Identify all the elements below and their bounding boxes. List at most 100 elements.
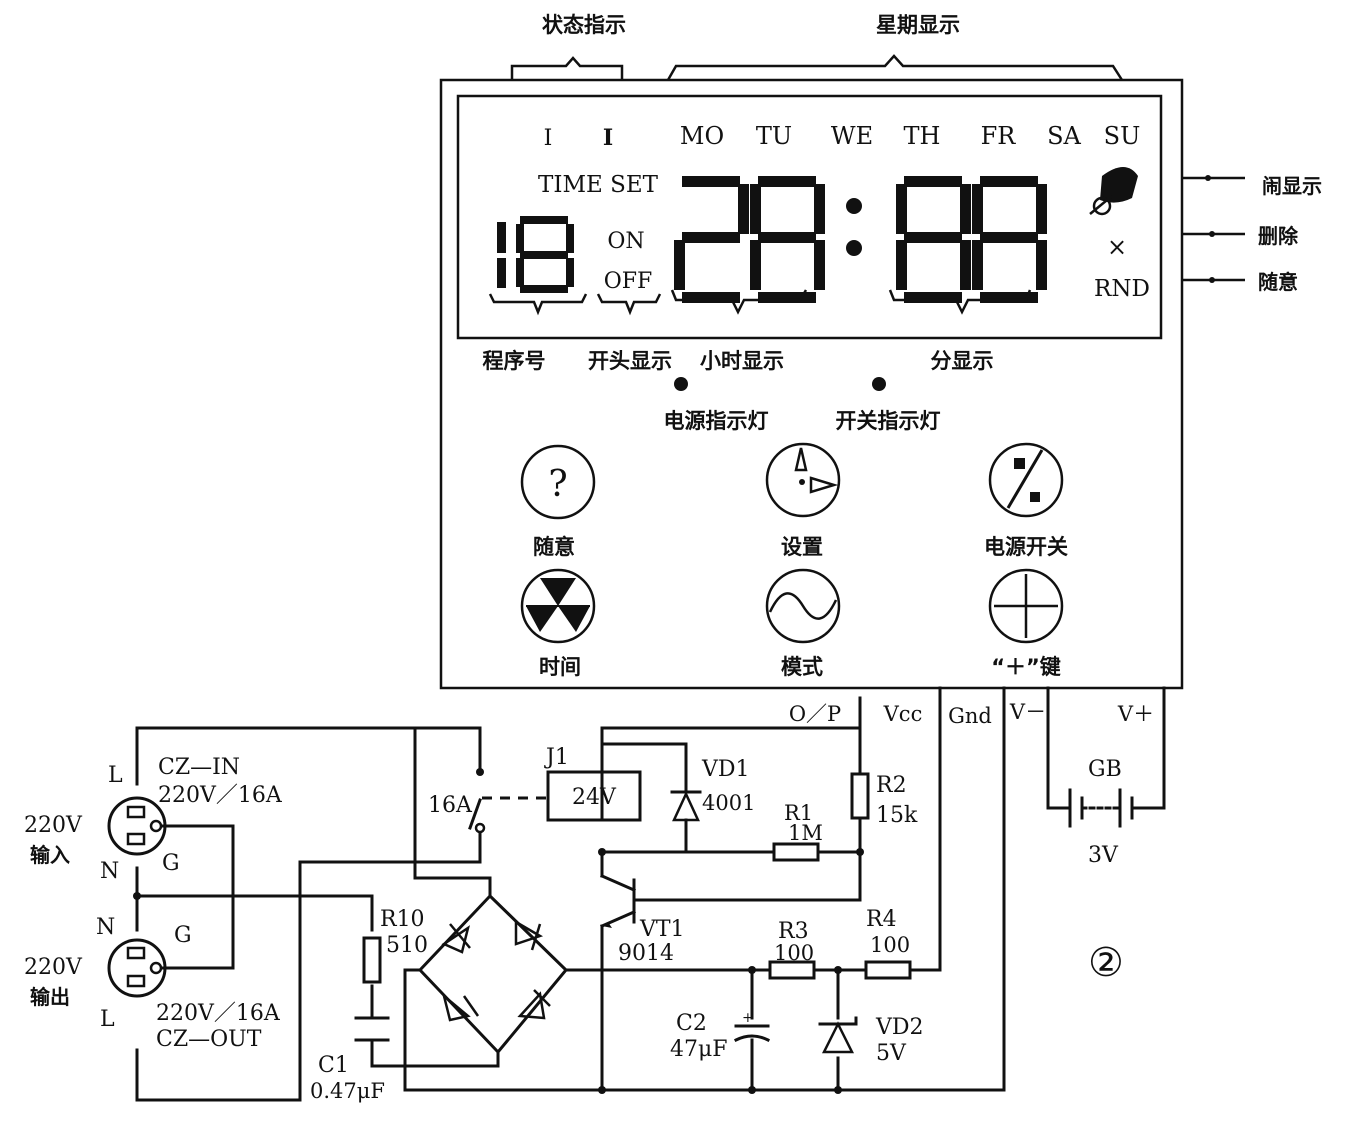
clock-hands-icon: [794, 447, 839, 494]
random-button-label: 随意: [533, 535, 575, 559]
status-brace: [510, 56, 624, 80]
r2-name: R2: [876, 773, 907, 798]
socket-in-label: 输入: [30, 843, 70, 867]
relay-coil-label: 24V: [572, 785, 617, 810]
vt1-name: VT1: [639, 917, 685, 942]
random-button[interactable]: ?: [520, 444, 596, 520]
r1-resistor: [772, 842, 820, 862]
colon-dot-upper: [846, 198, 862, 214]
r1-value: 1M: [788, 821, 823, 845]
vt1-value: 9014: [618, 941, 674, 966]
program-number-digits: [497, 216, 574, 293]
vd2-name: VD2: [875, 1015, 924, 1040]
r3-resistor: [768, 960, 816, 980]
r4-name: R4: [866, 907, 897, 932]
socket-in-l: L: [108, 763, 123, 788]
day-label-su: SU: [1104, 122, 1141, 150]
vd2-zener: [818, 1016, 858, 1054]
plus-button[interactable]: [988, 568, 1064, 644]
c2-capacitor: +: [733, 1010, 771, 1043]
day-label-sa: SA: [1047, 122, 1081, 150]
vt1-transistor: [600, 874, 642, 928]
set-button[interactable]: [765, 442, 841, 518]
power-led: [674, 377, 688, 391]
socket-in: [107, 796, 167, 856]
star-wheel-icon: [526, 578, 590, 632]
program-number-label: 程序号: [483, 349, 546, 373]
power-led-label: 电源指示灯: [664, 409, 769, 433]
vd1-value: 4001: [702, 791, 755, 815]
socket-in-g: G: [162, 851, 180, 876]
mode-button[interactable]: [765, 568, 841, 644]
time-button[interactable]: [520, 568, 596, 644]
r10-resistor: [362, 936, 382, 984]
socket-out-name: CZ—OUT: [156, 1027, 262, 1052]
socket-out-rating: 220V／16A: [156, 1001, 281, 1026]
relay-contact: [468, 762, 486, 834]
pin-vminus: V－: [1009, 700, 1046, 724]
power-switch-button[interactable]: [988, 442, 1064, 518]
timer-panel: [439, 78, 1184, 690]
r1-name: R1: [784, 801, 813, 825]
question-icon: ?: [548, 464, 567, 505]
delete-label: 删除: [1258, 224, 1299, 248]
day-label-th: TH: [904, 122, 941, 150]
svg-text:+: +: [742, 1010, 754, 1026]
delete-x-mark: ×: [1107, 233, 1127, 261]
day-label-mo: MO: [680, 122, 724, 150]
circuit-wires: [135, 686, 1166, 1102]
program-mark-2: I: [603, 125, 613, 151]
socket-out-l: L: [100, 1007, 115, 1032]
pin-vcc: Vcc: [883, 702, 923, 726]
socket-in-name: CZ—IN: [158, 755, 240, 780]
random-right-label: 随意: [1258, 270, 1298, 294]
figure-number: ②: [1088, 940, 1124, 986]
gb-value: 3V: [1088, 843, 1119, 868]
vd1-name: VD1: [701, 757, 750, 782]
relay-coil: [546, 770, 642, 822]
socket-in-n: N: [100, 859, 119, 884]
on-label: ON: [607, 229, 644, 254]
lcd-group-braces: [488, 289, 1032, 316]
set-button-label: 设置: [781, 535, 823, 559]
c1-value: 0.47μF: [310, 1079, 385, 1103]
pin-gnd: Gnd: [948, 704, 992, 728]
onoff-display-label: 开头显示: [588, 349, 672, 373]
minute-display-label: 分显示: [931, 349, 994, 373]
time-set-label: TIME SET: [538, 172, 659, 198]
colon-dot-lower: [846, 240, 862, 256]
relay-name: J1: [544, 745, 569, 770]
vd2-value: 5V: [876, 1041, 907, 1066]
bridge-diodes: [441, 919, 551, 1022]
r10-name: R10: [380, 907, 425, 932]
gb-name: GB: [1088, 757, 1122, 782]
day-label-we: WE: [831, 122, 873, 150]
socket-out: [107, 938, 167, 998]
switch-led: [872, 377, 886, 391]
week-brace: [666, 54, 1124, 81]
power-switch-icon: [1006, 449, 1044, 509]
r2-resistor: [850, 772, 870, 820]
plus-icon: [994, 574, 1058, 638]
r4-value: 100: [870, 933, 910, 957]
pin-vplus: V＋: [1117, 702, 1154, 726]
rnd-label: RND: [1094, 276, 1150, 302]
week-display-label: 星期显示: [876, 13, 960, 37]
right-pointer-lines: [1182, 175, 1245, 283]
r3-value: 100: [774, 941, 814, 965]
alarm-display-label: 闹显示: [1262, 174, 1322, 198]
program-mark-1: I: [544, 126, 553, 151]
r3-name: R3: [778, 919, 809, 944]
socket-out-g: G: [174, 923, 192, 948]
switch-led-label: 开关指示灯: [836, 409, 941, 433]
r10-value: 510: [386, 933, 428, 958]
socket-out-label: 输出: [30, 985, 70, 1009]
mode-button-label: 模式: [781, 655, 823, 679]
c2-name: C2: [676, 1011, 707, 1036]
wave-icon: [768, 592, 838, 620]
power-switch-label: 电源开关: [984, 535, 1068, 559]
socket-in-voltage: 220V: [24, 813, 83, 838]
time-button-label: 时间: [539, 655, 581, 679]
